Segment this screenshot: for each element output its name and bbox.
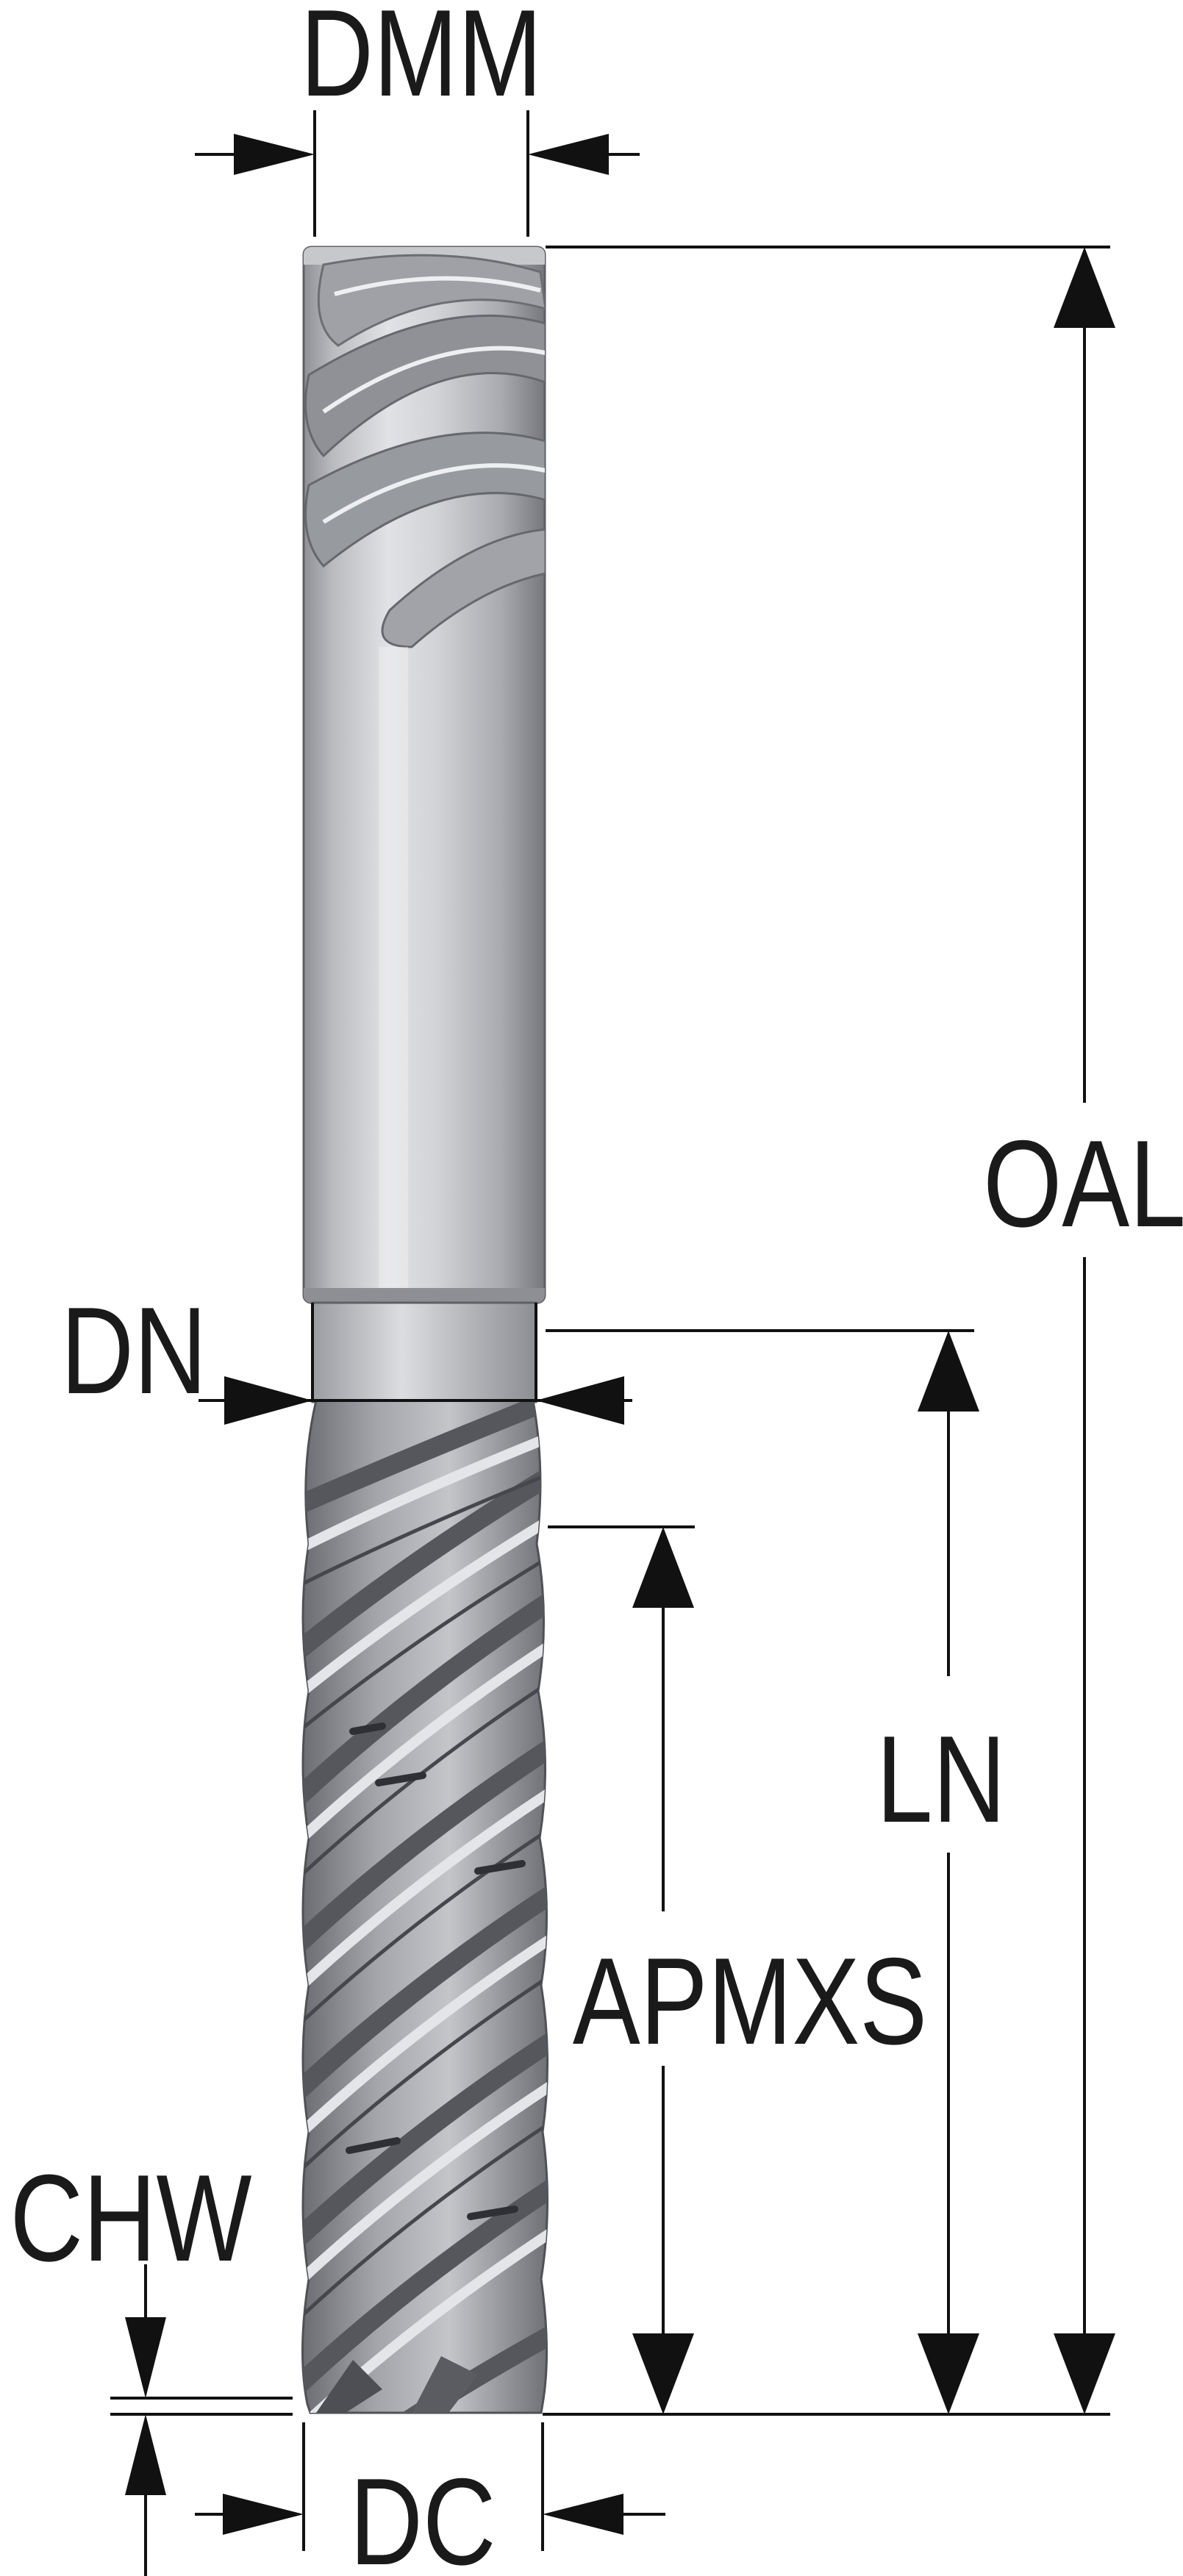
end-mill-drawing (301, 246, 549, 2414)
dc-dimension (195, 2422, 665, 2551)
chw-dimension (110, 2264, 293, 2576)
label-apmxs: APMXS (573, 1932, 927, 2070)
label-chw: CHW (10, 2149, 252, 2287)
tool-neck (311, 1301, 537, 1403)
label-dn: DN (61, 1281, 207, 1420)
dmm-dimension (195, 110, 640, 237)
label-dmm: DMM (301, 0, 543, 122)
label-oal: OAL (983, 1115, 1183, 1253)
tool-flutes (301, 1399, 549, 2414)
label-dc: DC (350, 2452, 496, 2576)
ln-dimension (546, 1329, 979, 2414)
dn-dimension (199, 1303, 632, 1425)
tool-shank (302, 246, 546, 1304)
dimension-lines (110, 110, 1115, 2576)
oal-dimension (543, 246, 1115, 2416)
label-ln: LN (876, 1710, 1006, 1848)
apmxs-dimension (548, 1525, 695, 2414)
dimension-labels: DMM OAL DN LN APMXS CHW DC (10, 0, 1183, 2576)
